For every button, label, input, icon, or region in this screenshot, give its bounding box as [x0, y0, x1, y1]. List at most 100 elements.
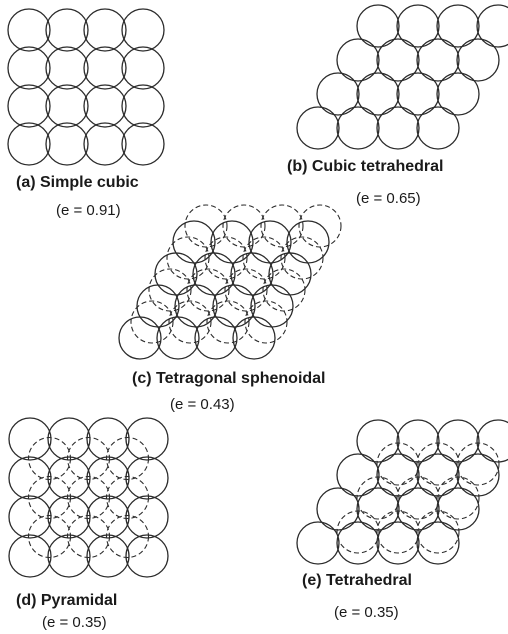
panel-c-sphere: [156, 316, 200, 360]
panel-e-sphere: [296, 521, 340, 565]
panel-d-sphere: [47, 495, 91, 539]
panel-c-upper-sphere: [280, 236, 324, 280]
panel-a-sphere: [121, 46, 165, 90]
panel-c-upper-sphere: [130, 300, 174, 344]
panel-e-upper-sphere: [376, 442, 420, 486]
panel-c-sphere: [172, 220, 216, 264]
panel-d-upper-sphere: [105, 514, 150, 559]
panel-c-upper-sphere: [148, 268, 192, 312]
panel-d-sphere: [47, 417, 91, 461]
panel-e-sphere: [356, 419, 400, 463]
panel-c-upper-sphere: [166, 236, 210, 280]
panel-e-upper-sphere: [456, 442, 500, 486]
panel-c-sphere: [268, 252, 312, 296]
panel-b-sphere: [336, 38, 380, 82]
panel-e-sphere: [336, 521, 380, 565]
panel-e-upper-sphere: [376, 510, 420, 554]
panel-e-sphere: [436, 419, 480, 463]
panel-b-sphere: [376, 38, 420, 82]
panel-e-void-ratio: (e = 0.35): [334, 604, 399, 621]
panel-b-void-ratio: (e = 0.65): [356, 190, 421, 207]
panel-e-sphere: [416, 453, 460, 497]
panel-d-upper-sphere: [105, 475, 150, 520]
panel-e-sphere: [316, 487, 360, 531]
panel-e-sphere: [396, 487, 440, 531]
panel-d-sphere: [8, 534, 52, 578]
panel-a-sphere: [45, 46, 89, 90]
panel-c-sphere: [174, 284, 218, 328]
panel-e-sphere: [376, 453, 420, 497]
panel-b-sphere: [336, 106, 380, 150]
panel-a-sphere: [45, 84, 89, 128]
panel-d-sphere: [125, 534, 169, 578]
panel-e-upper-sphere: [356, 476, 400, 520]
panel-c-upper-sphere: [186, 268, 230, 312]
panel-c-upper-sphere: [206, 300, 250, 344]
panel-d-sphere: [125, 456, 169, 500]
panel-c-sphere: [210, 220, 254, 264]
panel-d-sphere: [47, 456, 91, 500]
panel-c-upper-sphere: [242, 236, 286, 280]
panel-c-sphere: [194, 316, 238, 360]
panel-e-upper-sphere: [436, 476, 480, 520]
panel-a-sphere: [83, 46, 127, 90]
panel-c-sphere: [118, 316, 162, 360]
panel-b-sphere: [456, 38, 500, 82]
panel-d-sphere: [125, 495, 169, 539]
panel-d-sphere: [8, 495, 52, 539]
panel-d-sphere: [86, 417, 130, 461]
panel-c-upper-sphere: [168, 300, 212, 344]
panel-e-sphere: [436, 487, 480, 531]
panel-c-sphere: [250, 284, 294, 328]
panel-a-sphere: [7, 84, 51, 128]
panel-c-sphere: [192, 252, 236, 296]
panel-a-sphere: [83, 8, 127, 52]
panel-b-sphere: [296, 106, 340, 150]
panel-e-sphere: [396, 419, 440, 463]
panel-b-sphere: [416, 106, 460, 150]
panel-d-sphere: [8, 417, 52, 461]
panel-c-sphere: [248, 220, 292, 264]
panel-a-sphere: [7, 46, 51, 90]
panel-a-void-ratio: (e = 0.91): [56, 202, 121, 219]
panel-e-sphere: [456, 453, 500, 497]
panel-a-sphere: [121, 8, 165, 52]
panel-b-sphere: [436, 4, 480, 48]
panel-a-sphere: [121, 84, 165, 128]
panel-a-sphere: [83, 122, 127, 166]
panel-d-title: (d) Pyramidal: [16, 592, 118, 609]
panel-e-sphere: [356, 487, 400, 531]
panel-e-upper-sphere: [396, 476, 440, 520]
panel-c-upper-sphere: [262, 268, 306, 312]
panel-e-title: (e) Tetrahedral: [302, 572, 412, 589]
panel-d-upper-sphere: [66, 436, 111, 481]
panel-e-upper-sphere: [416, 510, 460, 554]
panel-d-upper-sphere: [66, 514, 111, 559]
panel-c-upper-sphere: [184, 204, 228, 248]
panel-d-void-ratio: (e = 0.35): [42, 614, 107, 631]
panel-e-sphere: [416, 521, 460, 565]
panel-a-sphere: [45, 122, 89, 166]
panel-b-sphere: [476, 4, 508, 48]
panel-b-sphere: [416, 38, 460, 82]
panel-e-sphere: [476, 419, 508, 463]
panel-a-sphere: [45, 8, 89, 52]
panel-d-upper-sphere: [27, 514, 72, 559]
panel-c-sphere: [232, 316, 276, 360]
panel-c-sphere: [154, 252, 198, 296]
panel-d-sphere: [86, 456, 130, 500]
panel-a-title: (a) Simple cubic: [16, 174, 139, 191]
panel-c-upper-sphere: [224, 268, 268, 312]
panel-c-upper-sphere: [298, 204, 342, 248]
panel-b-sphere: [436, 72, 480, 116]
panel-e-sphere: [336, 453, 380, 497]
panel-e-upper-sphere: [416, 442, 460, 486]
panel-b-sphere: [396, 72, 440, 116]
panel-c-upper-sphere: [244, 300, 288, 344]
panel-d-upper-sphere: [105, 436, 150, 481]
panel-c-sphere: [286, 220, 330, 264]
panel-d-upper-sphere: [66, 475, 111, 520]
panel-c-sphere: [212, 284, 256, 328]
